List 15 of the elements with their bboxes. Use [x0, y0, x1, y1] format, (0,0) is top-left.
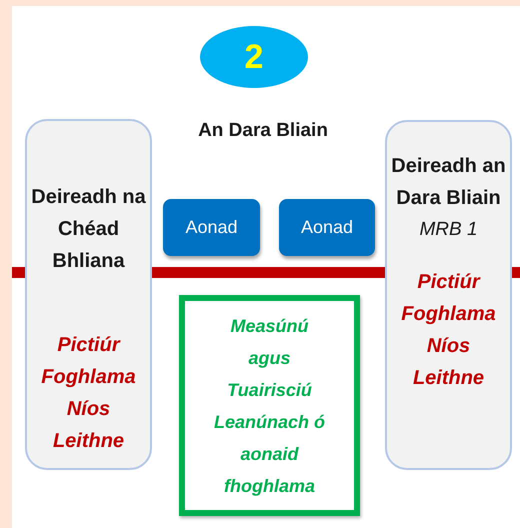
unit-label: Aonad	[185, 217, 238, 238]
milestone-subtitle: MRB 1	[419, 218, 478, 242]
unit-box	[279, 199, 375, 256]
unit-box	[163, 199, 260, 256]
outcome-text: Pictiúr Foghlama Níos Leithne	[40, 333, 137, 454]
assessment-text: Measúnú agus Tuairisciú Leanúnach ó aonaid fhoghlama	[212, 314, 326, 498]
unit-label: Aonad	[300, 217, 354, 238]
period-label: An Dara Bliain	[197, 120, 329, 142]
step-number: 2	[244, 40, 264, 74]
milestone-title: Deireadh an Dara Bliain	[390, 154, 507, 211]
milestone-box	[25, 119, 152, 470]
milestone-title: Deireadh na Chéad Bhliana	[30, 185, 147, 274]
milestone-box	[385, 120, 512, 470]
assessment-box	[179, 295, 360, 516]
outcome-text: Pictiúr Foghlama Níos Leithne	[400, 270, 497, 391]
